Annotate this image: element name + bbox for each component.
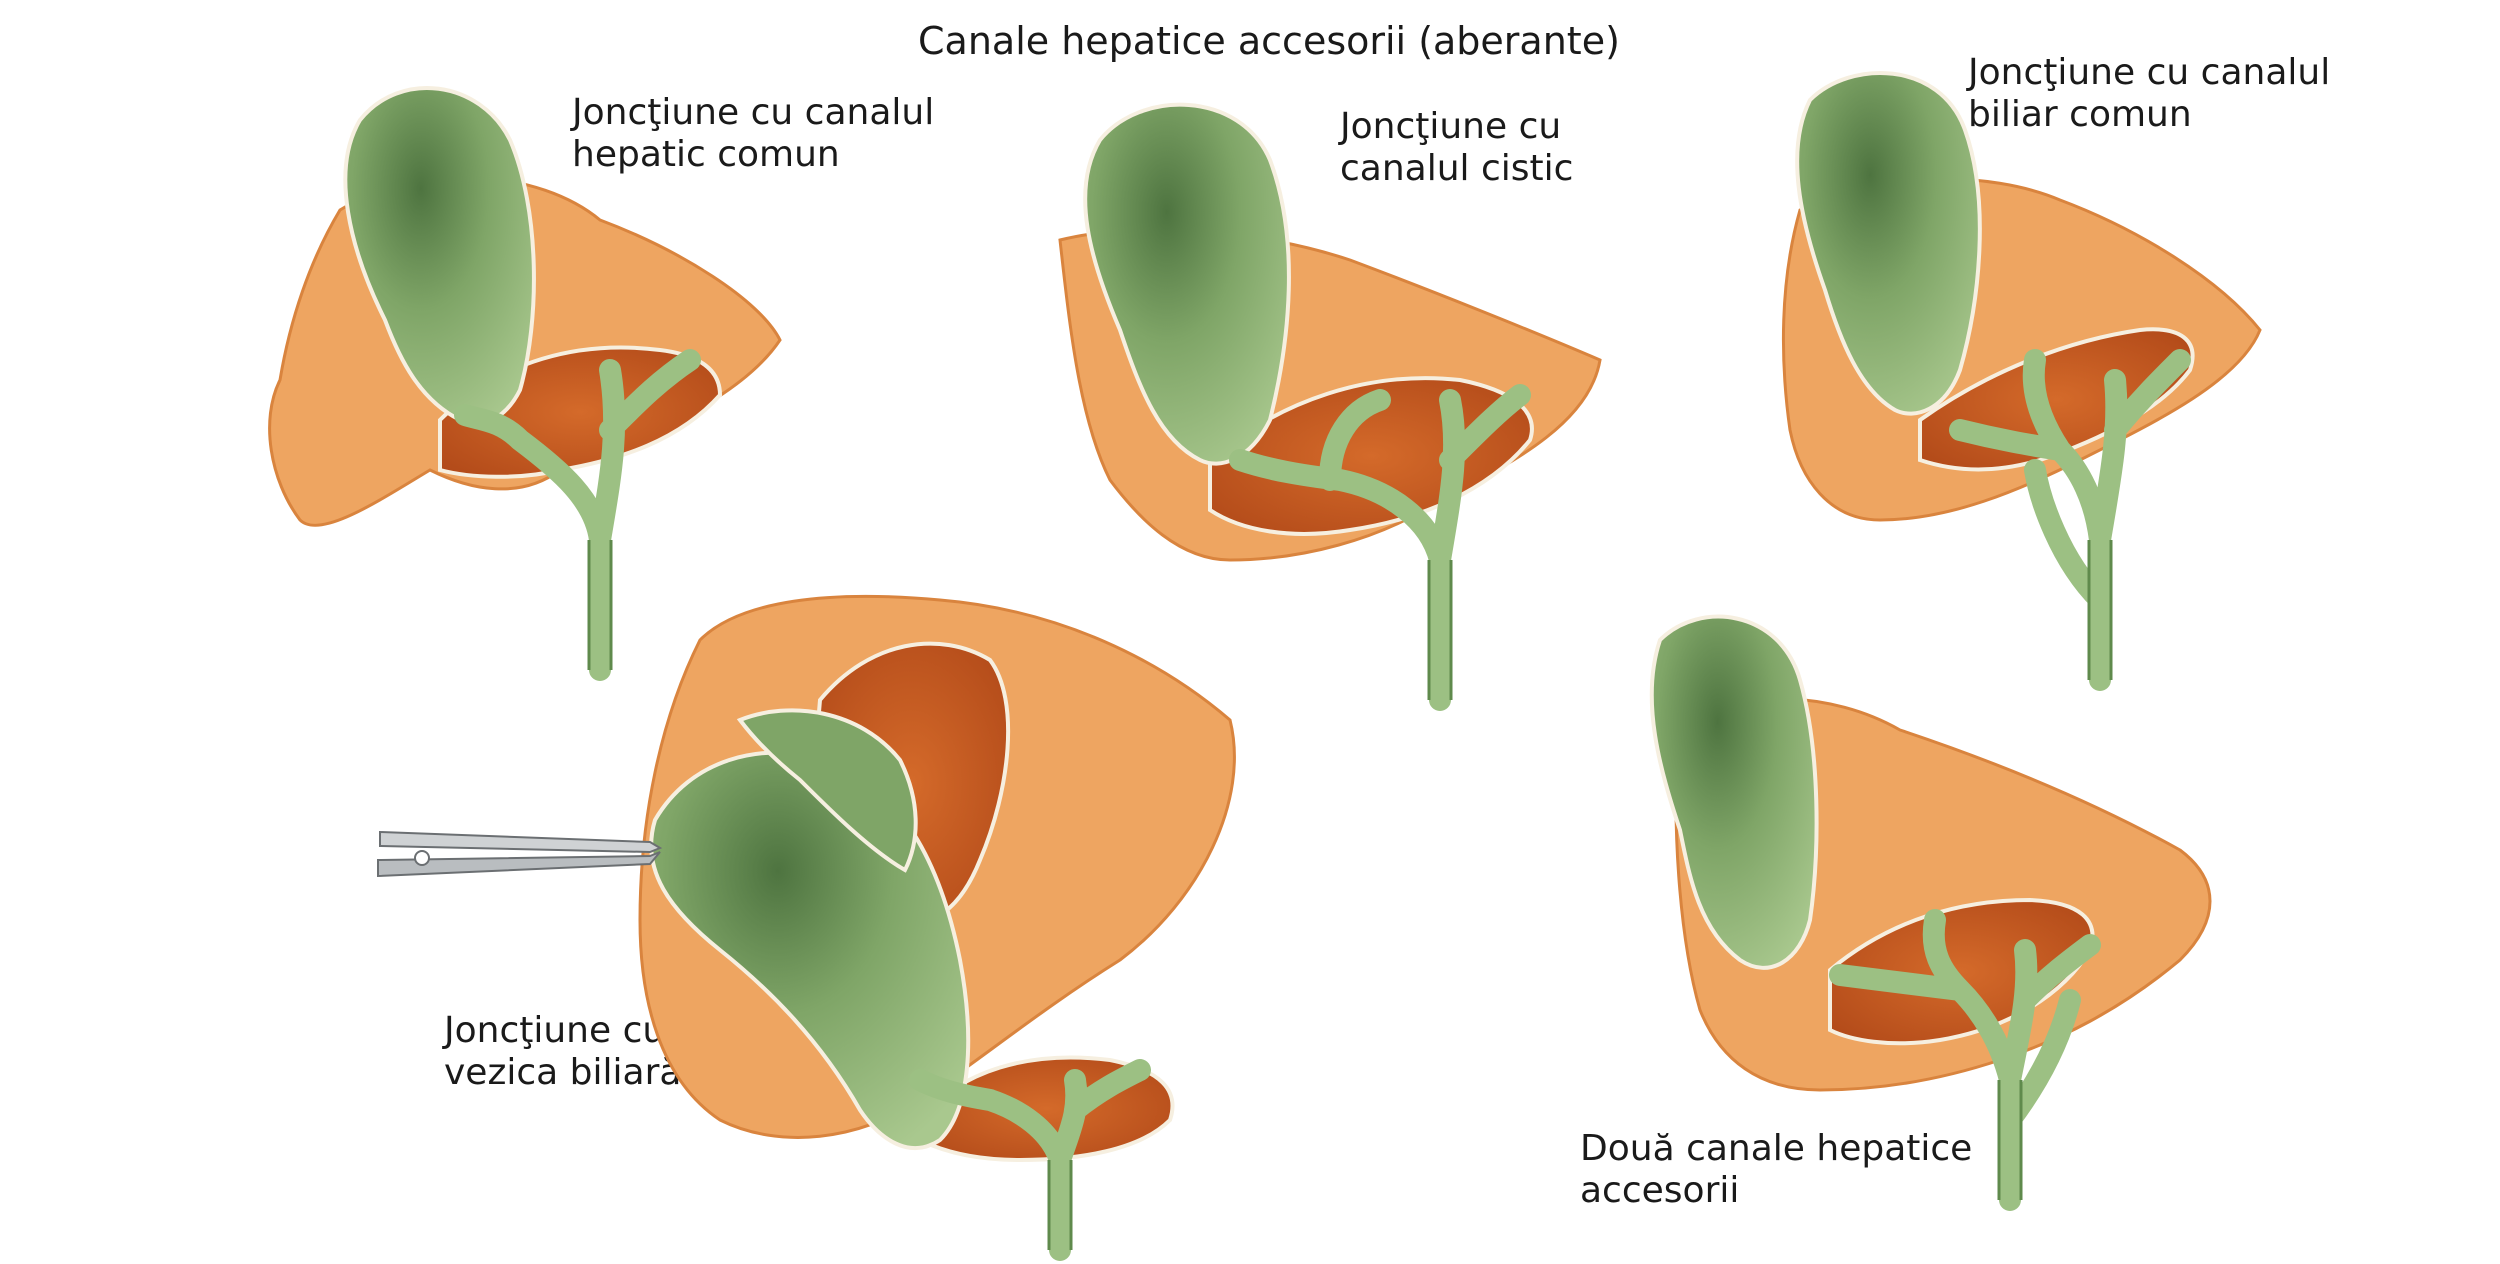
panel-hepatic-comun [268,86,782,681]
label-vezica-biliara-line-1: Joncţiune cu [444,1010,666,1051]
diagram-title: Canale hepatice accesorii (aberante) [918,19,1620,63]
bile-duct-tree [1829,909,2101,1211]
panel-vezica-biliara [377,594,1236,1261]
label-vezica-biliara: Joncţiune cu vezica biliară [444,1010,681,1094]
label-hepatic-comun: Joncţiune cu canalul hepatic comun [572,92,934,176]
label-doua-canale: Două canale hepatice accesorii [1580,1128,1972,1212]
gallbladder [1795,71,1982,416]
bile-duct-outline [1047,1160,1073,1250]
label-biliar-comun: Joncţiune cu canalul biliar comun [1968,52,2330,136]
label-biliar-comun-line-2: biliar comun [1968,94,2192,135]
label-canal-cistic: Joncţiune cu canalul cistic [1340,106,1573,190]
label-doua-canale-line-2: accesorii [1580,1170,1740,1211]
bile-duct-outline [1997,1080,2023,1200]
forceps-jaw-upper [379,830,663,854]
label-doua-canale-line-1: Două canale hepatice [1580,1128,1973,1169]
panel-doua-canale [1649,614,2212,1211]
panel-biliar-comun [1781,71,2262,691]
gallbladder-flap [736,708,918,873]
bile-duct-outline [587,540,613,670]
label-hepatic-comun-line-2: hepatic comun [572,134,840,175]
bile-duct-tree [1229,384,1531,711]
gallbladder [343,86,536,426]
bile-duct-tree [909,1059,1151,1261]
gallbladder [1083,102,1291,466]
label-vezica-biliara-line-2: vezica biliară [444,1052,682,1093]
gallbladder [1649,614,1819,970]
label-biliar-comun-line-1: Joncţiune cu canalul [1968,52,2331,93]
forceps-icon [377,830,663,878]
bile-duct-tree [1949,349,2191,691]
label-hepatic-comun-line-1: Joncţiune cu canalul [572,92,935,133]
forceps-jaw-lower [377,851,661,878]
forceps-pivot [414,850,430,866]
bile-duct-outline [2087,540,2113,680]
bile-duct-outline [1427,560,1453,700]
bile-duct-tree [454,349,701,681]
label-canal-cistic-line-2: canalul cistic [1340,148,1574,189]
label-canal-cistic-line-1: Joncţiune cu [1340,106,1562,147]
panel-canal-cistic [1058,102,1602,711]
